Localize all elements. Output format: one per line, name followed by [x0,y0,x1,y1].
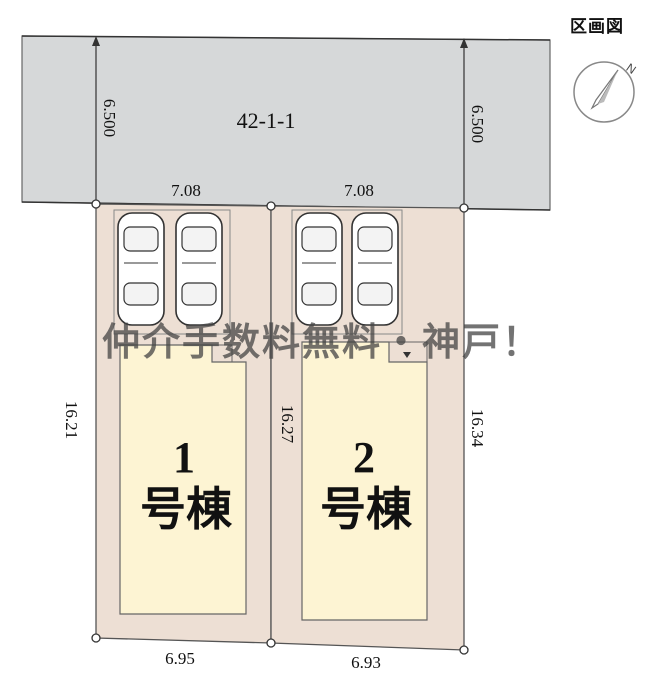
boundary-point [459,645,469,655]
watermark: 仲介手数料無料・神戸！ [102,320,542,364]
frontage-label-lot-1: 7.08 [171,181,201,200]
road-width-label-left: 6.500 [100,99,119,137]
compass-icon: N [573,61,639,123]
boundary-point [91,633,101,643]
boundary-point [266,201,276,211]
building-2-label: 号棟 [320,484,413,535]
entrance-mark-2 [388,341,428,363]
depth-label-left: 16.21 [62,401,81,439]
car-icon [351,212,399,326]
building-1-label: 号棟 [140,484,233,535]
car-icon [295,212,343,326]
car-icon [175,212,223,326]
building-2-number: 2 [353,433,375,482]
entrance-arrow-icon [403,352,411,358]
depth-label-right: 16.34 [468,409,487,448]
boundary-point [266,638,276,648]
boundary-point [459,203,469,213]
frontage-label-lot-2: 7.08 [344,181,374,200]
arrow-up-icon [460,38,468,48]
road-width-label-right: 6.500 [468,105,487,143]
road-label: 42-1-1 [237,108,296,133]
depth-label-middle: 16.27 [278,405,297,444]
arrow-up-icon [92,36,100,46]
rear-label-lot-1: 6.95 [165,649,195,668]
building-1-number: 1 [173,433,195,482]
car-icon [117,212,165,326]
entrance-mark-1 [211,344,233,363]
plan-title: 区画図 [570,17,624,37]
parking-area-2 [291,209,403,335]
boundary-point [91,199,101,209]
rear-label-lot-2: 6.93 [351,653,381,672]
road-top-edge [21,35,551,41]
parking-area-1 [113,209,231,335]
